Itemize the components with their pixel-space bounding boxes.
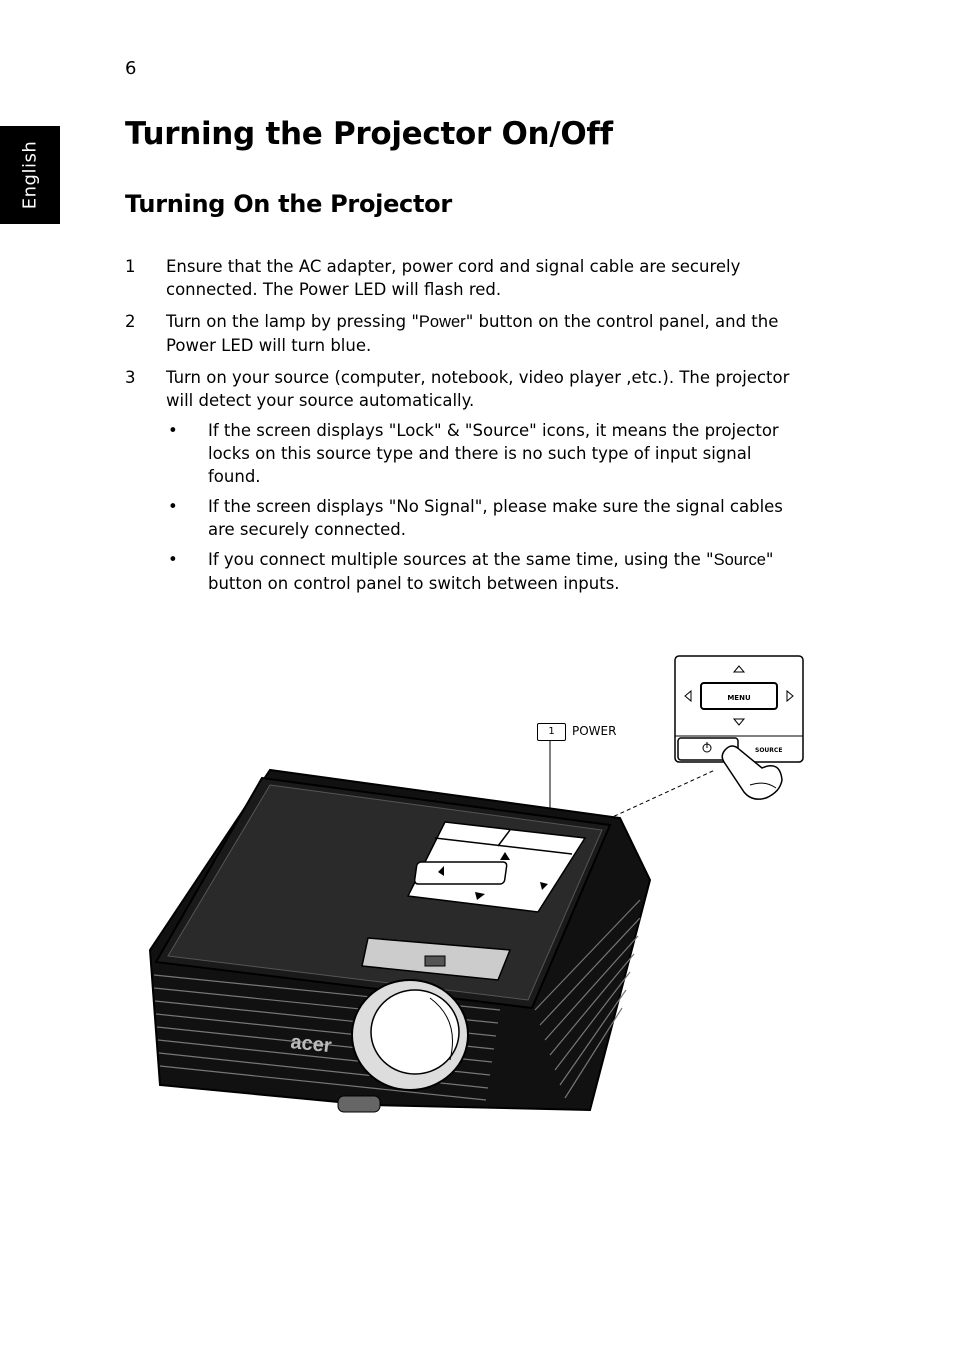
brand-logo: acer	[289, 1031, 332, 1057]
bullet-text-post: " button on control panel to switch betw…	[208, 550, 774, 593]
callout-number: 1	[537, 723, 566, 741]
step-text-pre: Turn on the lamp by pressing "	[166, 312, 419, 331]
bullet-mark: •	[168, 497, 178, 516]
callout-label: POWER	[572, 724, 617, 738]
bullet-text: If the screen displays "Lock" & "Source"…	[208, 421, 779, 486]
bullet-mark: •	[168, 421, 178, 440]
focus-ring	[337, 1095, 381, 1113]
step-number: 1	[125, 257, 136, 276]
section-title: Turning On the Projector	[125, 190, 452, 218]
source-button-label: SOURCE	[755, 747, 782, 754]
step-text: Turn on the lamp by pressing "Power" but…	[166, 310, 806, 357]
page-title: Turning the Projector On/Off	[125, 116, 613, 152]
control-panel	[406, 821, 587, 913]
step-text: Turn on your source (computer, notebook,…	[166, 368, 790, 410]
language-tab-label: English	[19, 140, 41, 210]
step-text-post: " button on the control panel, and the P…	[166, 312, 779, 355]
menu-button-label: MENU	[727, 694, 751, 702]
step-number: 2	[125, 312, 136, 331]
zoom-control-panel: MENU SOURCE	[674, 655, 804, 763]
zoom-slot	[361, 937, 512, 981]
step-text: Ensure that the AC adapter, power cord a…	[166, 257, 741, 299]
page-number: 6	[125, 58, 137, 79]
language-tab: English	[0, 126, 60, 224]
bullet-text-pre: If you connect multiple sources at the s…	[208, 550, 714, 569]
control-panel-arrows	[438, 852, 548, 900]
bullet-text: If the screen displays "No Signal", plea…	[208, 497, 783, 539]
projector-illustration: acer MENU SOURCE	[148, 655, 804, 1113]
bullet-text: If you connect multiple sources at the s…	[208, 548, 808, 595]
zoom-dashed-line	[594, 769, 716, 826]
power-button-name: Power	[418, 313, 466, 331]
step-number: 3	[125, 368, 136, 387]
projector-lens	[351, 979, 469, 1091]
finger-hand	[721, 745, 783, 800]
source-button-name: Source	[713, 551, 766, 569]
bullet-mark: •	[168, 550, 178, 569]
